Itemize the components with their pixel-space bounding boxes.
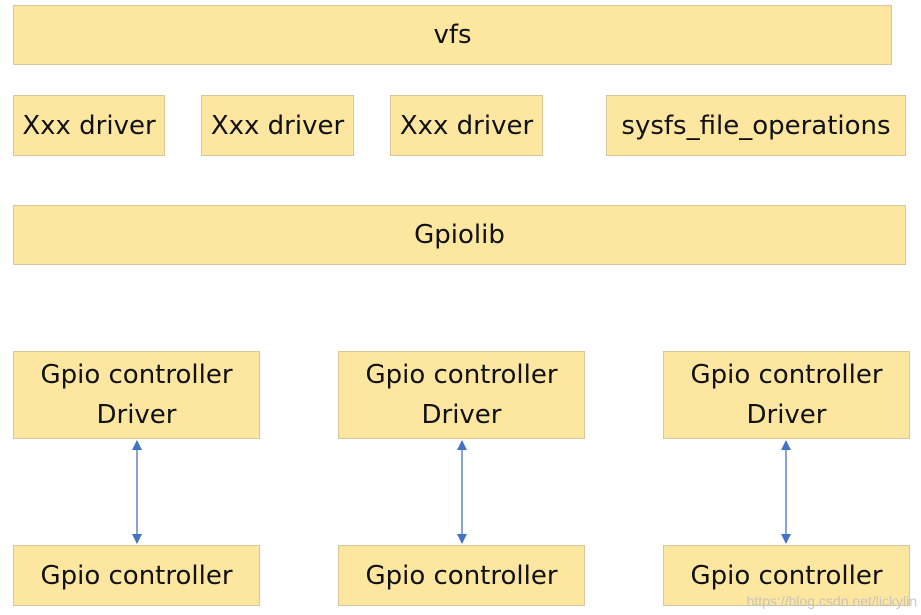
xxx-driver-label: Xxx driver	[22, 110, 156, 141]
gpio-controller-box-1: Gpio controller	[13, 545, 260, 606]
gpio-controller-label: Gpio controller	[365, 560, 558, 591]
gpiolib-label: Gpiolib	[414, 220, 505, 250]
gpio-controller-driver-line2: Driver	[96, 400, 177, 430]
gpio-controller-driver-line1: Gpio controller	[690, 360, 883, 390]
gpio-controller-box-3: Gpio controller	[663, 545, 910, 606]
xxx-driver-box-1: Xxx driver	[13, 95, 165, 156]
gpio-controller-box-2: Gpio controller	[338, 545, 585, 606]
gpio-controller-driver-box-2: Gpio controller Driver	[338, 351, 585, 439]
gpio-controller-driver-box-1: Gpio controller Driver	[13, 351, 260, 439]
vfs-label: vfs	[433, 20, 472, 50]
xxx-driver-label: Xxx driver	[210, 110, 345, 141]
gpio-controller-driver-line1: Gpio controller	[365, 360, 558, 390]
gpio-controller-driver-line1: Gpio controller	[40, 360, 233, 390]
gpio-controller-label: Gpio controller	[40, 560, 233, 591]
sysfs-file-operations-box: sysfs_file_operations	[606, 95, 906, 156]
watermark-text: https://blog.csdn.net/lickylin	[746, 593, 917, 609]
gpio-controller-driver-line2: Driver	[421, 400, 502, 430]
xxx-driver-label: Xxx driver	[399, 110, 534, 141]
sysfs-file-operations-label: sysfs_file_operations	[621, 110, 891, 141]
gpio-controller-driver-line2: Driver	[746, 400, 827, 430]
xxx-driver-box-3: Xxx driver	[390, 95, 543, 156]
gpio-controller-label: Gpio controller	[690, 560, 883, 591]
gpio-controller-driver-box-3: Gpio controller Driver	[663, 351, 910, 439]
gpiolib-box: Gpiolib	[13, 205, 906, 265]
vfs-box: vfs	[13, 5, 892, 65]
xxx-driver-box-2: Xxx driver	[201, 95, 354, 156]
